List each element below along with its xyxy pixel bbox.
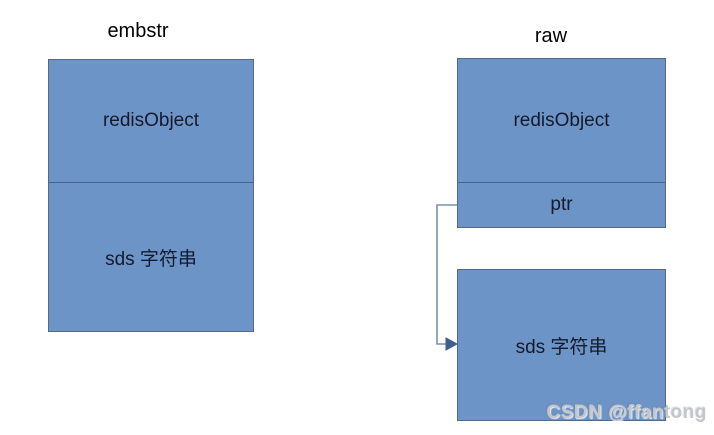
raw-redisobject-box: redisObject ptr [457,58,666,228]
ptr-to-sds-arrowhead [445,337,459,351]
embstr-box: redisObject sds 字符串 [48,59,254,332]
embstr-sds-text: sds 字符串 [105,248,197,270]
embstr-label: embstr [107,20,169,42]
embstr-sds-section: sds 字符串 [49,183,253,331]
raw-ptr-text: ptr [550,194,573,215]
raw-sds-text: sds 字符串 [515,336,608,358]
watermark: CSDN @ffantong [546,402,707,423]
raw-redisobject-text: redisObject [513,109,610,131]
raw-ptr-section: ptr [458,183,665,227]
raw-sds-section: sds 字符串 [458,270,665,420]
embstr-redisobject-section: redisObject [49,60,253,183]
raw-sds-box: sds 字符串 [457,269,666,421]
raw-label: raw [534,25,568,47]
ptr-to-sds-arrow-line [436,204,457,345]
embstr-redisobject-text: redisObject [102,110,200,131]
raw-redisobject-section: redisObject [458,59,665,183]
